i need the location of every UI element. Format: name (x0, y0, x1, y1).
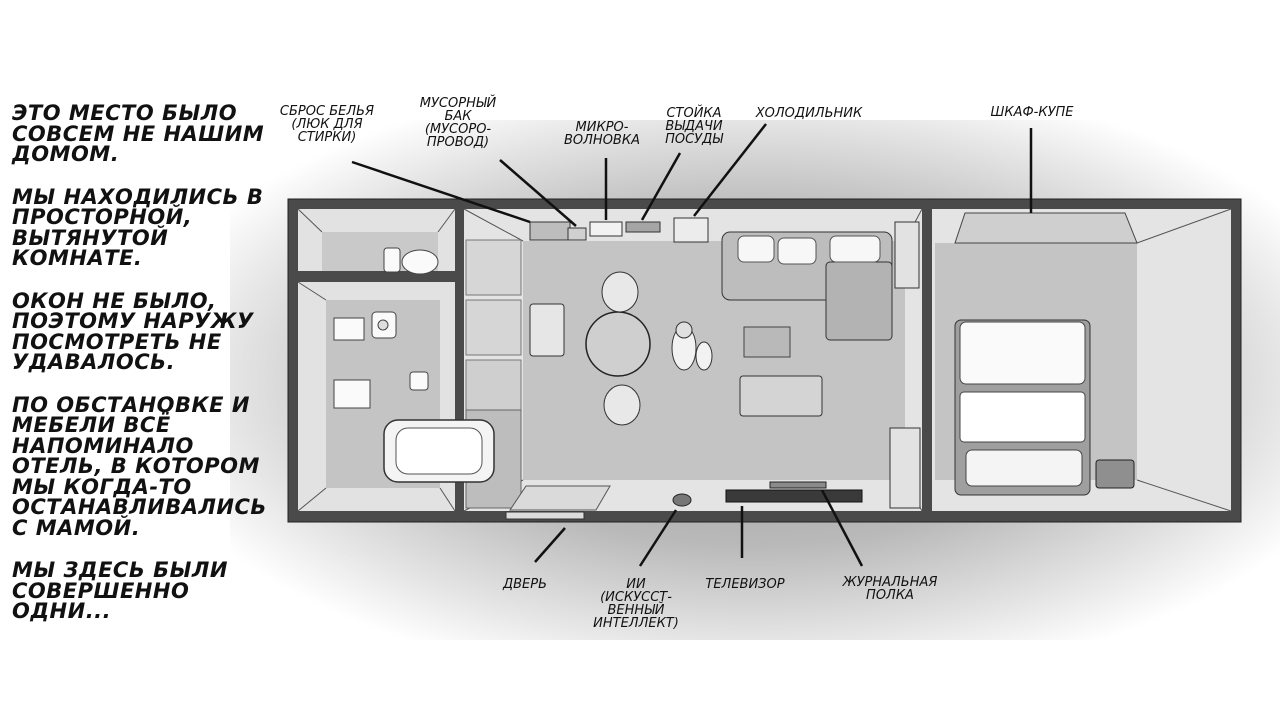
rug-small (743, 326, 791, 358)
label-fridge: ХОЛОДИЛЬНИК (755, 106, 863, 121)
fridge-icon (673, 217, 709, 243)
bathroom-divider-wall (298, 271, 455, 282)
door-icon (505, 511, 585, 520)
bath-wall (455, 209, 464, 511)
leader-door (534, 527, 566, 563)
characters-icon (671, 321, 713, 371)
trash-chute-hatch (567, 227, 587, 241)
chair-icon (601, 271, 639, 313)
wardrobe-icon (954, 212, 1138, 244)
tv-icon (725, 489, 863, 503)
dish-counter-icon (625, 221, 661, 233)
trash-small-icon (409, 371, 429, 391)
leader-ai (638, 509, 678, 567)
door-threshold (509, 485, 611, 511)
chair-icon (603, 384, 641, 426)
narration-paragraph: Мы здесь были совершенно одни... (12, 558, 228, 623)
label-door: ДВЕРЬ (502, 577, 548, 592)
dining-table (585, 311, 651, 377)
bed-icon (954, 319, 1091, 496)
partition-panel (889, 427, 921, 509)
bedroom-wall (922, 209, 932, 511)
ai-device-icon (672, 493, 692, 507)
leader-fridge (693, 123, 767, 217)
narration-paragraph: Окон не было, поэтому наружу посмотреть … (12, 288, 254, 374)
sink-icon (371, 311, 397, 339)
towel-icon (333, 317, 365, 341)
narration-paragraph: По обстановке и мебели всё напоминало от… (12, 392, 267, 540)
leader-dish (640, 152, 682, 221)
leader-lines (351, 123, 1033, 567)
magazine-shelf-icon (769, 481, 827, 489)
leader-laundry (351, 160, 531, 224)
narration-paragraph: Мы находились в просторной, вытянутой ко… (12, 184, 264, 270)
leader-shelf (820, 489, 864, 567)
shower-mat-icon (333, 379, 371, 409)
sofa-icon (721, 231, 893, 341)
toilet-icon (383, 247, 439, 275)
microwave-icon (589, 221, 623, 237)
narration-text: Это место было совсем не нашим домом. Мы… (12, 103, 282, 644)
kitchen-panel (894, 221, 920, 289)
label-laundry-chute: СБРОС БЕЛЬЯ (ЛЮК ДЛЯ СТИРКИ) (279, 104, 375, 145)
nightstand-icon (1095, 459, 1135, 489)
coffee-table (739, 375, 823, 417)
laundry-chute-hatch (529, 221, 571, 241)
label-dish-counter: СТОЙКА ВЫДАЧИ ПОСУДЫ (665, 106, 723, 147)
label-ai: ИИ (ИСКУССТ- ВЕННЫЙ ИНТЕЛЛЕКТ) (593, 577, 679, 631)
label-wardrobe: ШКАФ-КУПЕ (990, 105, 1074, 120)
narration-paragraph: Это место было совсем не нашим домом. (12, 101, 265, 166)
label-microwave: МИКРО- ВОЛНОВКА (564, 120, 640, 148)
side-table (529, 303, 565, 357)
label-tv: ТЕЛЕВИЗОР (705, 577, 785, 592)
leader-trash (499, 159, 577, 227)
label-trash: МУСОРНЫЙ БАК (МУСОРО- ПРОВОД) (419, 96, 497, 150)
label-magazine-shelf: ЖУРНАЛЬНАЯ ПОЛКА (842, 575, 938, 603)
